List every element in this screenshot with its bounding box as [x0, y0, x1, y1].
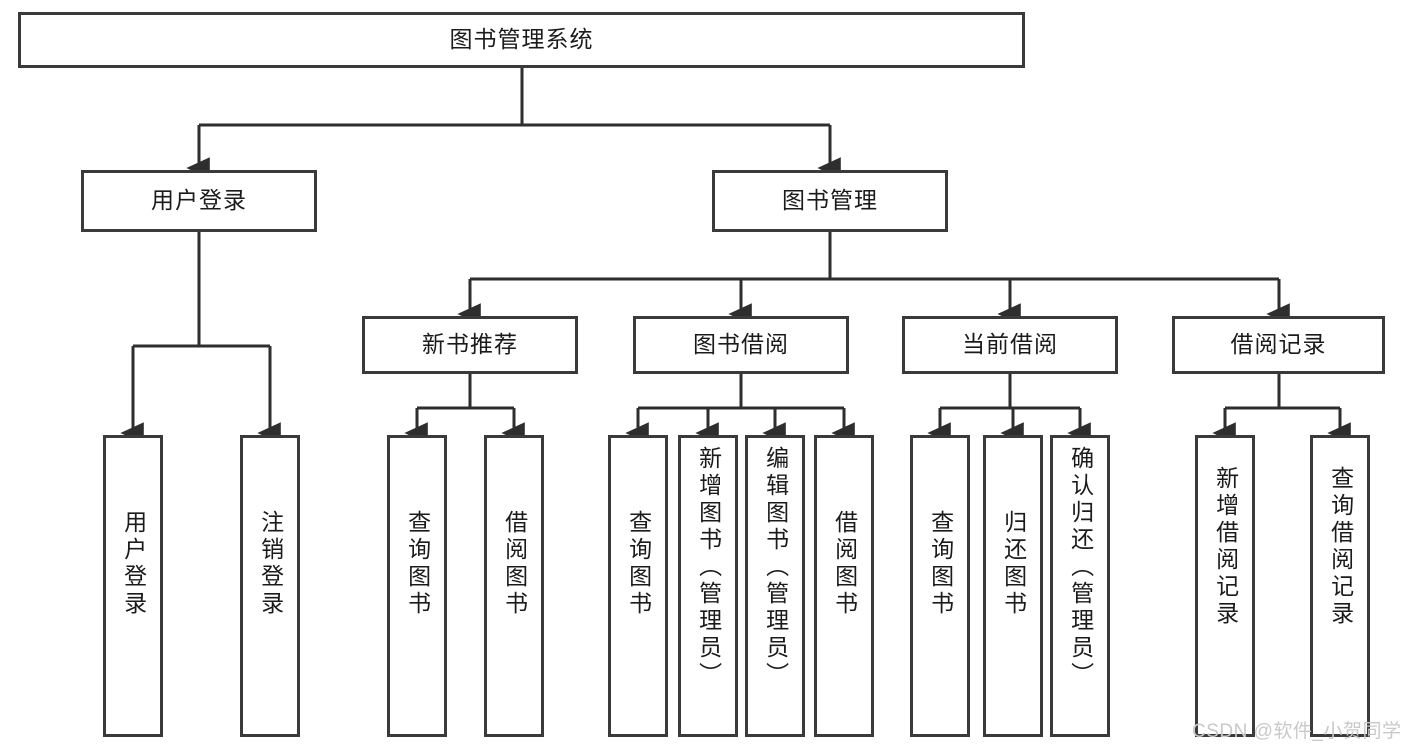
connector-lines [120, 68, 1351, 444]
node-book_mgmt[interactable]: 图书管理 [712, 170, 948, 232]
node-label-current_borrow: 当前借阅 [962, 331, 1058, 358]
node-label-book_borrow: 图书借阅 [693, 331, 789, 358]
watermark-text: CSDN @软件_小贺同学 [1192, 721, 1402, 742]
node-label-root: 图书管理系统 [449, 26, 594, 53]
node-current_borrow[interactable]: 当前借阅 [902, 316, 1118, 374]
node-label-leaf_bb_query: 查询图书 [625, 510, 652, 618]
node-label-leaf_user_login: 用户登录 [120, 510, 147, 618]
node-label-user_login: 用户登录 [151, 187, 247, 214]
node-label-book_mgmt: 图书管理 [782, 187, 878, 214]
node-leaf_bb_borrow[interactable]: 借阅图书 [814, 435, 874, 737]
node-label-leaf_bb_add: 新增图书（管理员） [695, 446, 722, 689]
node-leaf_bb_query[interactable]: 查询图书 [608, 435, 668, 737]
node-leaf_user_login[interactable]: 用户登录 [103, 435, 163, 737]
node-borrow_record[interactable]: 借阅记录 [1172, 316, 1385, 374]
node-leaf_cb_query[interactable]: 查询图书 [910, 435, 970, 737]
node-label-leaf_br_query: 查询借阅记录 [1327, 466, 1354, 628]
node-label-leaf_nbr_query: 查询图书 [404, 510, 431, 618]
node-leaf_user_logout[interactable]: 注销登录 [240, 435, 300, 737]
node-leaf_bb_edit[interactable]: 编辑图书（管理员） [745, 435, 805, 737]
node-label-borrow_record: 借阅记录 [1230, 331, 1327, 358]
node-leaf_bb_add[interactable]: 新增图书（管理员） [678, 435, 738, 737]
node-label-leaf_cb_return: 归还图书 [1000, 510, 1027, 618]
node-leaf_nbr_query[interactable]: 查询图书 [387, 435, 447, 737]
node-user_login[interactable]: 用户登录 [81, 170, 317, 232]
node-new_book_rec[interactable]: 新书推荐 [362, 316, 578, 374]
node-leaf_br_query[interactable]: 查询借阅记录 [1310, 435, 1370, 737]
node-label-leaf_nbr_borrow: 借阅图书 [501, 510, 528, 618]
node-label-leaf_bb_edit: 编辑图书（管理员） [762, 446, 789, 689]
node-label-leaf_cb_confirm: 确认归还（管理员） [1067, 446, 1094, 689]
node-label-leaf_br_add: 新增借阅记录 [1212, 466, 1239, 628]
node-label-leaf_user_logout: 注销登录 [257, 510, 284, 618]
node-leaf_nbr_borrow[interactable]: 借阅图书 [484, 435, 544, 737]
node-book_borrow[interactable]: 图书借阅 [633, 316, 849, 374]
node-leaf_cb_confirm[interactable]: 确认归还（管理员） [1050, 435, 1110, 737]
node-label-leaf_cb_query: 查询图书 [927, 510, 954, 618]
node-leaf_br_add[interactable]: 新增借阅记录 [1195, 435, 1255, 737]
node-label-leaf_bb_borrow: 借阅图书 [831, 510, 858, 618]
node-label-new_book_rec: 新书推荐 [422, 331, 518, 358]
node-leaf_cb_return[interactable]: 归还图书 [983, 435, 1043, 737]
node-root[interactable]: 图书管理系统 [18, 12, 1025, 68]
